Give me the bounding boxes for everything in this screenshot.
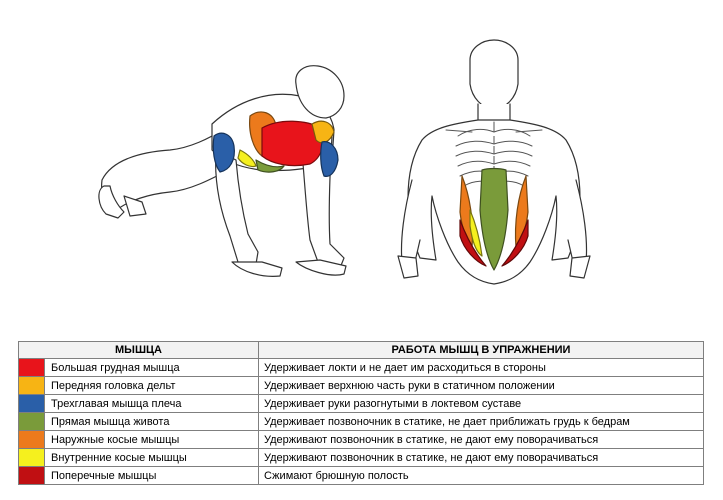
color-swatch <box>19 467 44 484</box>
table-header-row: МЫШЦА РАБОТА МЫШЦ В УПРАЖНЕНИИ <box>18 341 704 359</box>
muscle-work: Удерживает руки разогнутыми в локтевом с… <box>258 394 704 413</box>
color-swatch <box>19 377 44 394</box>
color-swatch-cell <box>18 394 45 413</box>
color-swatch-cell <box>18 448 45 467</box>
muscle-work: Удерживают позвоночник в статике, не даю… <box>258 448 704 467</box>
muscle-work: Удерживает позвоночник в статике, не дае… <box>258 412 704 431</box>
muscle-illustration <box>98 39 591 285</box>
color-swatch <box>19 449 44 466</box>
color-swatch-cell <box>18 358 45 377</box>
muscle-name: Передняя головка дельт <box>44 376 259 395</box>
muscle-name: Прямая мышца живота <box>44 412 259 431</box>
oblique-muscle <box>237 149 257 168</box>
color-swatch <box>19 413 44 430</box>
muscle-name: Наружные косые мышцы <box>44 430 259 449</box>
muscle-work: Сжимают брюшную полость <box>258 466 704 485</box>
pushup-figure <box>98 65 347 277</box>
muscle-name: Поперечные мышцы <box>44 466 259 485</box>
torso-figure <box>397 39 591 285</box>
color-swatch-cell <box>18 430 45 449</box>
transverse-right <box>501 219 529 267</box>
color-swatch-cell <box>18 376 45 395</box>
muscle-name: Большая грудная мышца <box>44 358 259 377</box>
muscle-name: Внутренние косые мышцы <box>44 448 259 467</box>
color-swatch <box>19 359 44 376</box>
color-swatch-cell <box>18 412 45 431</box>
transverse-left <box>459 219 487 267</box>
front-deltoid-muscle <box>311 120 335 144</box>
muscle-work-table: МЫШЦА РАБОТА МЫШЦ В УПРАЖНЕНИИ Большая г… <box>18 341 704 485</box>
muscle-work: Удерживают позвоночник в статике, не даю… <box>258 430 704 449</box>
rectus-abdominis <box>479 167 509 271</box>
color-swatch-cell <box>18 466 45 485</box>
internal-oblique-left <box>469 209 483 257</box>
color-swatch <box>19 395 44 412</box>
triceps-muscle-left <box>212 132 235 173</box>
abs-muscle <box>255 159 285 173</box>
header-work: РАБОТА МЫШЦ В УПРАЖНЕНИИ <box>258 341 704 359</box>
muscle-work: Удерживает верхнюю часть руки в статично… <box>258 376 704 395</box>
header-muscle: МЫШЦА <box>18 341 259 359</box>
triceps-muscle-right <box>320 141 339 177</box>
muscle-work: Удерживает локти и не дает им расходитьс… <box>258 358 704 377</box>
muscle-name: Трехглавая мышца плеча <box>44 394 259 413</box>
color-swatch <box>19 431 44 448</box>
